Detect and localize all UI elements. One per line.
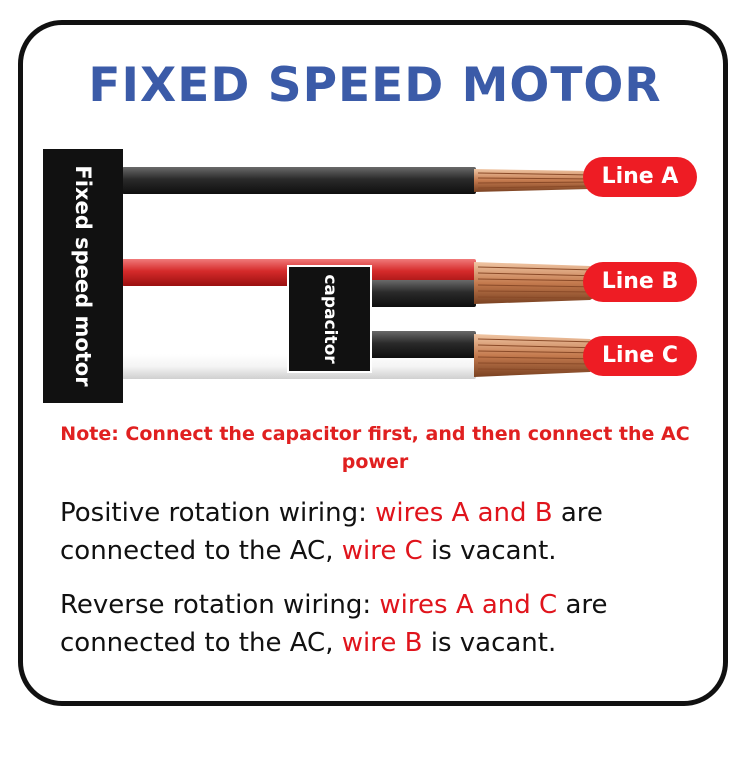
positive-end: is vacant. [422, 536, 557, 566]
motor-block [43, 149, 123, 403]
wire-line-a [122, 167, 604, 194]
reverse-mid: are connected to the AC, [60, 590, 608, 658]
line-c-badge: Line C [583, 336, 697, 376]
capacitor-label: capacitor [288, 266, 371, 372]
line-b-badge: Line B [583, 262, 697, 302]
motor-label-text: Fixed speed motor [71, 165, 95, 387]
capacitor-note: Note: Connect the capacitor first, and t… [60, 423, 690, 473]
positive-mid: are connected to the AC, [60, 498, 603, 566]
reverse-vacant-wire: wire B [341, 628, 423, 658]
reverse-wires: wires A and C [379, 590, 558, 620]
reverse-rotation-text: Reverse rotation wiring: wires A and C a… [60, 586, 700, 662]
positive-rotation-text: Positive rotation wiring: wires A and B … [60, 494, 700, 570]
positive-wires: wires A and B [375, 498, 553, 528]
positive-lead: Positive rotation wiring: [60, 498, 376, 528]
page-title: FIXED SPEED MOTOR [88, 58, 662, 113]
wire-line-c [122, 331, 606, 379]
positive-vacant-wire: wire C [341, 536, 423, 566]
capacitor-block [287, 265, 372, 373]
reverse-end: is vacant. [422, 628, 557, 658]
motor-label: Fixed speed motor [43, 149, 123, 403]
reverse-lead: Reverse rotation wiring: [60, 590, 380, 620]
line-a-badge: Line A [583, 157, 697, 197]
capacitor-label-text: capacitor [319, 274, 340, 364]
